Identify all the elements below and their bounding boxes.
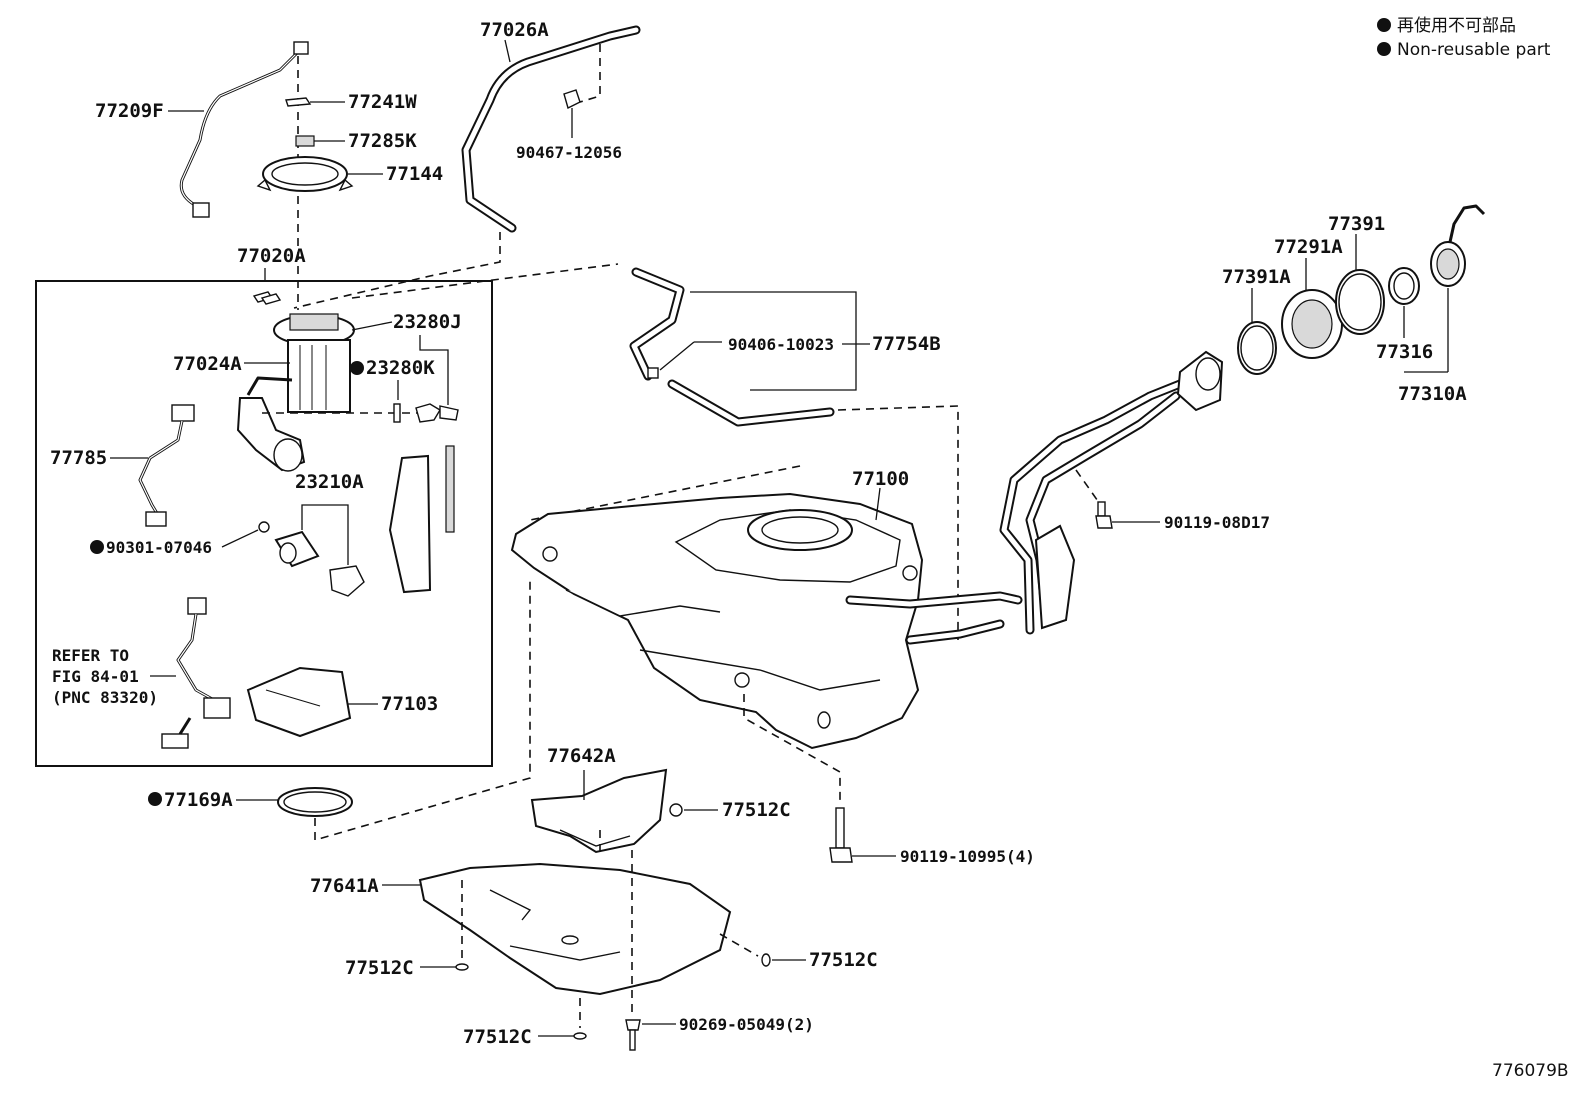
protector-77641A[interactable] <box>418 862 732 996</box>
fuel-tank-77100[interactable] <box>510 492 1023 750</box>
refer-to-line3: (PNC 83320) <box>52 688 158 707</box>
label-77785: 77785 <box>50 447 107 469</box>
ring-77316[interactable] <box>1388 267 1420 305</box>
pressure-regulator-23280J[interactable] <box>415 403 459 423</box>
bolt-90119-10995[interactable] <box>829 807 853 863</box>
clip-77285K[interactable] <box>295 135 315 147</box>
label-90269-05049: 90269-05049(2) <box>679 1015 814 1034</box>
wire-harness-77785[interactable] <box>138 404 195 527</box>
protector-77642A[interactable] <box>530 768 668 854</box>
label-77641A: 77641A <box>310 875 379 897</box>
non-reusable-dot-icon <box>148 792 162 806</box>
bolt-90119-08D17[interactable] <box>1095 501 1113 529</box>
label-77512C-d: 77512C <box>463 1026 532 1048</box>
assembly-box-77020A <box>35 280 493 767</box>
label-90301-07046: 90301-07046 <box>106 538 212 557</box>
wire-harness-refer[interactable] <box>161 597 231 749</box>
sender-gauge-wire-77209F[interactable] <box>179 41 309 218</box>
clip-90406-10023[interactable] <box>647 367 659 379</box>
label-77391A: 77391A <box>1222 266 1291 288</box>
label-77241W: 77241W <box>348 91 417 113</box>
clip-77512C-b[interactable] <box>455 963 469 971</box>
refer-to-line1: REFER TO <box>52 646 129 665</box>
retainer-ring-77144[interactable] <box>256 156 354 192</box>
label-90467-12056: 90467-12056 <box>516 143 622 162</box>
clip-77241W[interactable] <box>285 97 312 107</box>
label-23280K: 23280K <box>366 357 435 379</box>
label-23280J: 23280J <box>393 311 462 333</box>
label-77285K: 77285K <box>348 130 417 152</box>
label-77316: 77316 <box>1376 341 1433 363</box>
fuel-pump-module-77024A[interactable] <box>236 291 355 472</box>
label-77391: 77391 <box>1328 213 1385 235</box>
label-77512C-b: 77512C <box>345 957 414 979</box>
fuel-pump-23210A[interactable] <box>274 530 320 568</box>
label-77642A: 77642A <box>547 745 616 767</box>
label-77512C-a: 77512C <box>722 799 791 821</box>
retainer-77291A[interactable] <box>1281 289 1343 359</box>
label-77020A: 77020A <box>237 245 306 267</box>
label-90119-10995: 90119-10995(4) <box>900 847 1035 866</box>
label-77024A: 77024A <box>173 353 242 375</box>
fuel-cap-77310A[interactable] <box>1430 204 1486 287</box>
label-77754B: 77754B <box>872 333 941 355</box>
label-77169A: 77169A <box>164 789 233 811</box>
gasket-77391[interactable] <box>1335 269 1385 335</box>
non-reusable-dot-icon <box>90 540 104 554</box>
vent-tube-77026A[interactable] <box>461 25 641 233</box>
label-77310A: 77310A <box>1398 383 1467 405</box>
legend-en: Non-reusable part <box>1397 40 1551 60</box>
label-23210A: 23210A <box>295 471 364 493</box>
o-ring-90301-07046[interactable] <box>258 521 270 533</box>
non-reusable-dot-icon <box>1377 42 1391 56</box>
gasket-77391A[interactable] <box>1237 321 1277 375</box>
non-reusable-dot-icon <box>350 361 364 375</box>
non-reusable-dot-icon <box>1377 18 1391 32</box>
clip-77512C-d[interactable] <box>573 1032 587 1040</box>
clamp-90467-12056[interactable] <box>563 89 581 110</box>
legend-jp: 再使用不可部品 <box>1397 15 1516 36</box>
label-77100: 77100 <box>852 468 909 490</box>
clip-77512C-a[interactable] <box>669 803 683 817</box>
label-77026A: 77026A <box>480 19 549 41</box>
hose-77754B[interactable] <box>629 267 835 427</box>
gasket-77169A[interactable] <box>277 787 353 817</box>
sender-arm[interactable] <box>388 445 455 594</box>
clip-77512C-c[interactable] <box>761 953 771 967</box>
legend: 再使用不可部品 Non-reusable part <box>1377 15 1551 60</box>
label-77144: 77144 <box>386 163 443 185</box>
label-77512C-c: 77512C <box>809 949 878 971</box>
label-90406-10023: 90406-10023 <box>728 335 834 354</box>
label-90119-08D17: 90119-08D17 <box>1164 513 1270 532</box>
label-77209F: 77209F <box>95 100 164 122</box>
cover-77103[interactable] <box>246 666 352 738</box>
filler-pipe[interactable] <box>999 350 1224 635</box>
figure-code: 776079B <box>1492 1061 1569 1081</box>
refer-to-line2: FIG 84-01 <box>52 667 139 686</box>
pump-bracket[interactable] <box>329 565 365 597</box>
label-77291A: 77291A <box>1274 236 1343 258</box>
label-77103: 77103 <box>381 693 438 715</box>
bolt-90269-05049[interactable] <box>625 1019 641 1051</box>
o-ring-23280K[interactable] <box>393 403 401 423</box>
